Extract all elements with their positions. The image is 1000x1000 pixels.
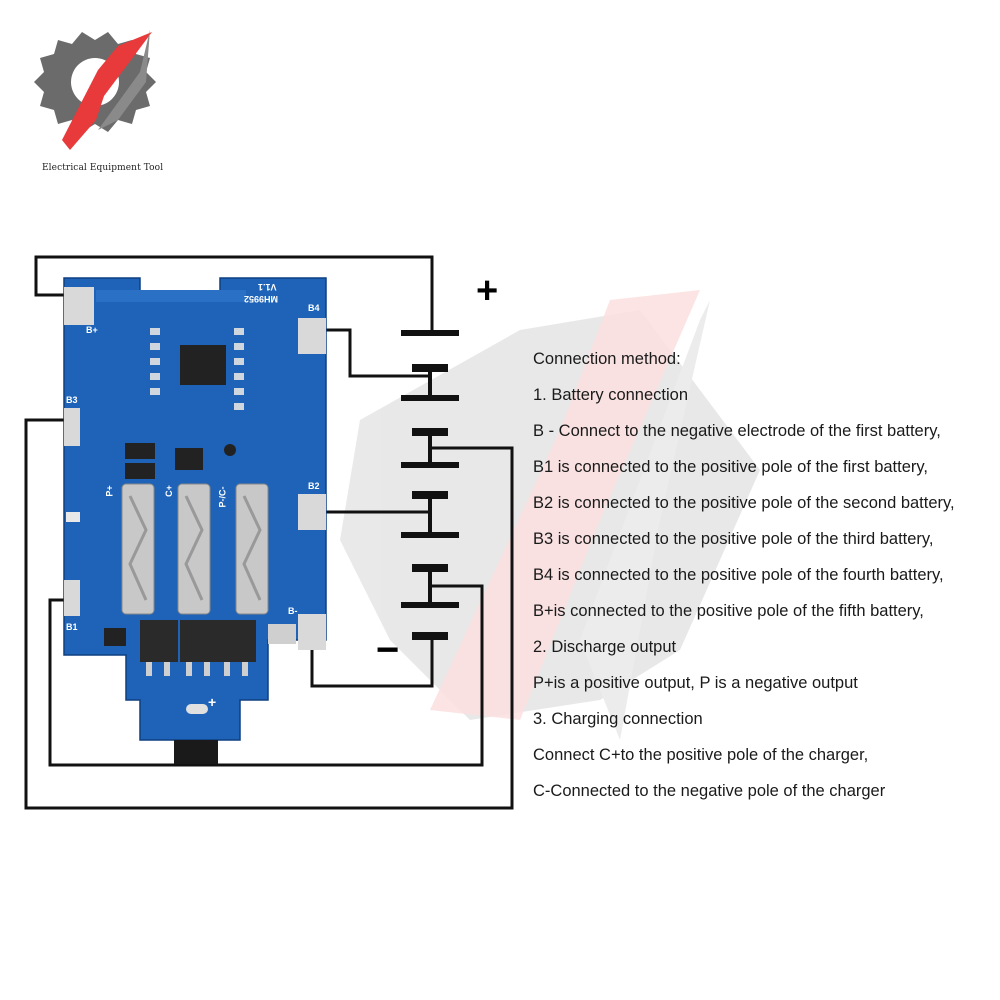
instruction-b3: B3 is connected to the positive pole of …: [533, 530, 934, 548]
transistor-2: [125, 463, 155, 479]
pad-label-b1: B1: [66, 622, 78, 632]
instruction-section-discharge: 2. Discharge output: [533, 638, 677, 656]
battery-cell-5: [401, 330, 459, 372]
logo-caption: Electrical Equipment Tool: [42, 163, 164, 173]
diode: [104, 628, 126, 646]
wire-b1: [48, 584, 484, 767]
pad-label-b4: B4: [308, 303, 320, 313]
connector-slot: [186, 704, 208, 714]
mosfets: [140, 620, 256, 676]
wire-b3: [24, 418, 514, 810]
pad-b2: [298, 494, 326, 530]
pad-b3: [64, 408, 80, 446]
output-connector: [174, 740, 218, 764]
instruction-c-plus: Connect C+to the positive pole of the ch…: [533, 746, 869, 764]
battery-minus-sign: −: [376, 628, 400, 672]
instruction-heading: Connection method:: [533, 350, 681, 368]
battery-cell-1: [401, 602, 459, 640]
pad-b1: [64, 580, 80, 616]
pad-label-b3: B3: [66, 395, 78, 405]
output-label-c-plus: C+: [163, 485, 174, 497]
wire-b-plus: [34, 255, 434, 330]
instruction-b-minus: B - Connect to the negative electrode of…: [533, 422, 941, 440]
bms-pcb: [63, 277, 327, 764]
instruction-p-output: P+is a positive output, P is a negative …: [533, 674, 858, 692]
battery-stack: [401, 330, 459, 640]
resistor: [268, 624, 296, 644]
wire-b-minus: [310, 630, 434, 688]
instruction-section-battery: 1. Battery connection: [533, 386, 689, 404]
led: [66, 512, 80, 522]
instruction-section-charging: 3. Charging connection: [533, 710, 703, 728]
board-version: V1.1: [258, 282, 277, 292]
transistor-1: [125, 443, 155, 459]
connector-plus-mark: +: [208, 694, 217, 710]
pad-b-minus: [298, 614, 326, 650]
board-model: MH9952: [244, 294, 279, 304]
battery-plus-sign: +: [476, 270, 499, 312]
instruction-b2: B2 is connected to the positive pole of …: [533, 494, 955, 512]
instruction-c-minus: C-Connected to the negative pole of the …: [533, 782, 886, 800]
test-point: [224, 444, 236, 456]
instruction-b-plus: B+is connected to the positive pole of t…: [533, 602, 924, 620]
output-label-p-plus: P+: [104, 485, 115, 497]
terminal-contacts: [121, 483, 269, 615]
pad-label-b-minus: B-: [288, 606, 298, 616]
output-label-p-c-minus: P-/C-: [217, 486, 228, 508]
instruction-b1: B1 is connected to the positive pole of …: [533, 458, 929, 476]
pad-b4: [298, 318, 326, 354]
bms-ic: [180, 345, 226, 385]
connection-instructions: Connection method: 1. Battery connection…: [533, 347, 998, 815]
pad-b-plus: [64, 287, 94, 325]
instruction-b4: B4 is connected to the positive pole of …: [533, 566, 944, 584]
gear-lightning-logo: [34, 30, 156, 150]
small-ic: [175, 448, 203, 470]
pad-label-b2: B2: [308, 481, 320, 491]
pad-label-b-plus: B+: [86, 325, 98, 335]
watermark-logo: [340, 290, 760, 740]
